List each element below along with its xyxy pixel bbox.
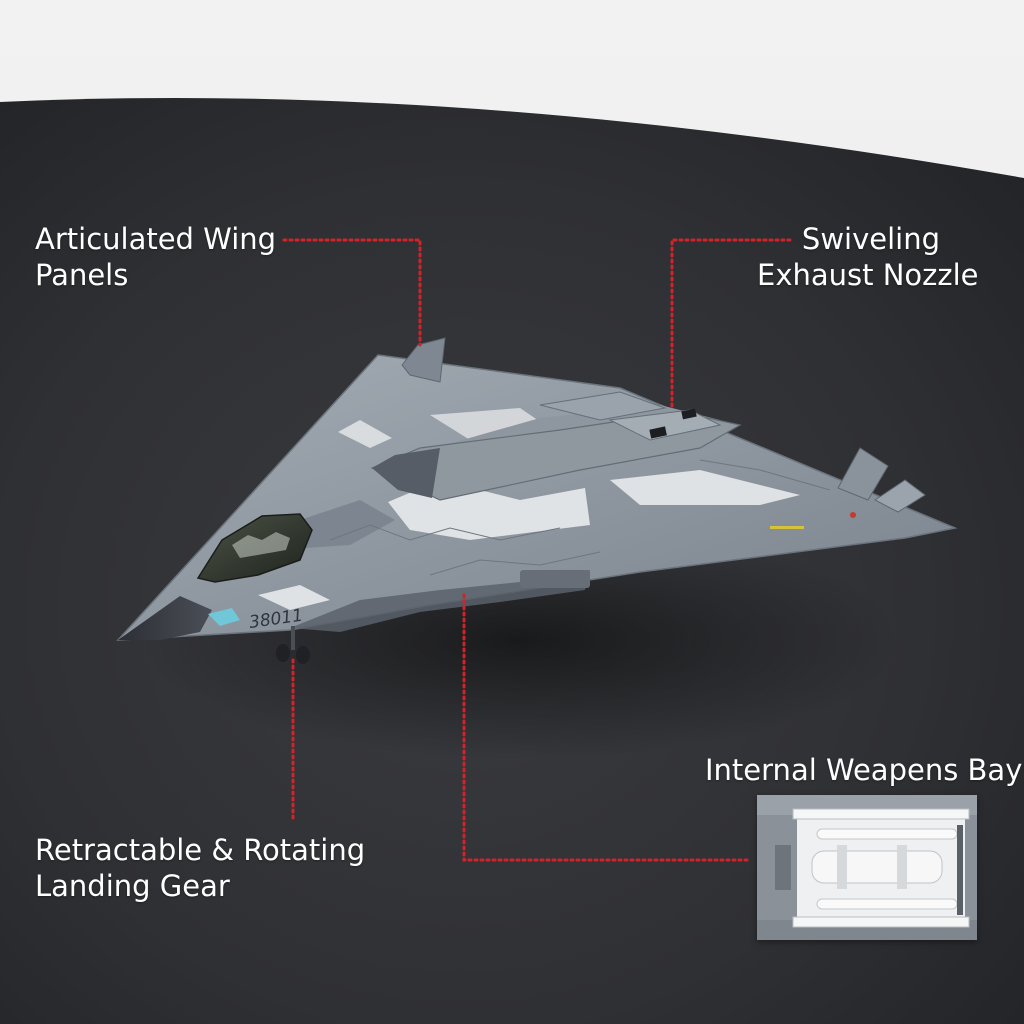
callout-gear-line2: Landing Gear	[35, 869, 230, 903]
callout-landing-gear: Retractable & Rotating Landing Gear	[35, 832, 365, 904]
callout-exhaust-nozzle: Swiveling Exhaust Nozzle	[757, 221, 979, 293]
callout-wing-line1: Articulated Wing	[35, 222, 277, 256]
weapons-bay-inset-image	[757, 795, 977, 940]
callout-exhaust-line2: Exhaust Nozzle	[757, 258, 979, 292]
aircraft-model: 38011	[116, 337, 958, 664]
callout-articulated-wing: Articulated Wing Panels	[35, 221, 276, 293]
callout-gear-line1: Retractable & Rotating	[35, 833, 366, 867]
weapons-bay-illustration	[757, 795, 977, 940]
callout-bay-line1: Internal Weapens Bay	[705, 753, 1023, 787]
callout-exhaust-line1: Swiveling	[801, 222, 940, 256]
callout-wing-line2: Panels	[35, 258, 129, 292]
callout-weapons-bay: Internal Weapens Bay	[705, 752, 1022, 788]
